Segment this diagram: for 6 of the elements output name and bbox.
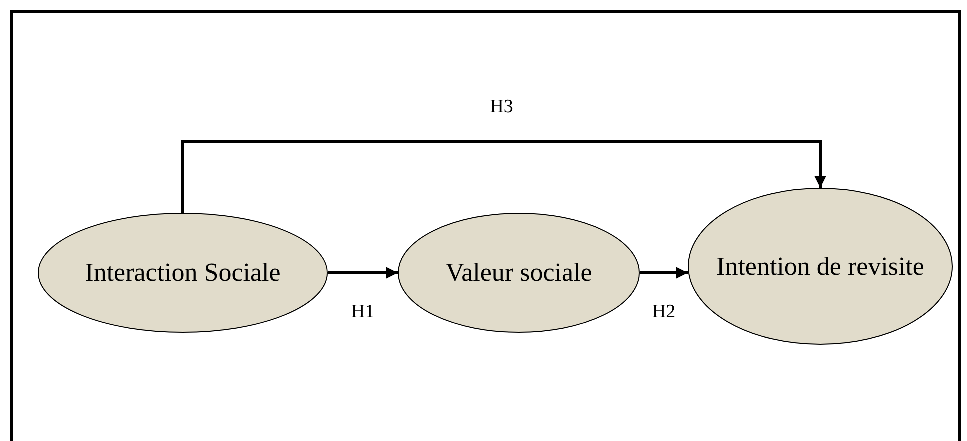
arrow xyxy=(182,140,826,213)
construct-label: Valeur sociale xyxy=(446,258,592,288)
arrow xyxy=(640,267,688,279)
construct-label: Interaction Sociale xyxy=(85,258,281,288)
construct-label: Intention de revisite xyxy=(716,252,924,282)
arrow xyxy=(328,267,398,279)
